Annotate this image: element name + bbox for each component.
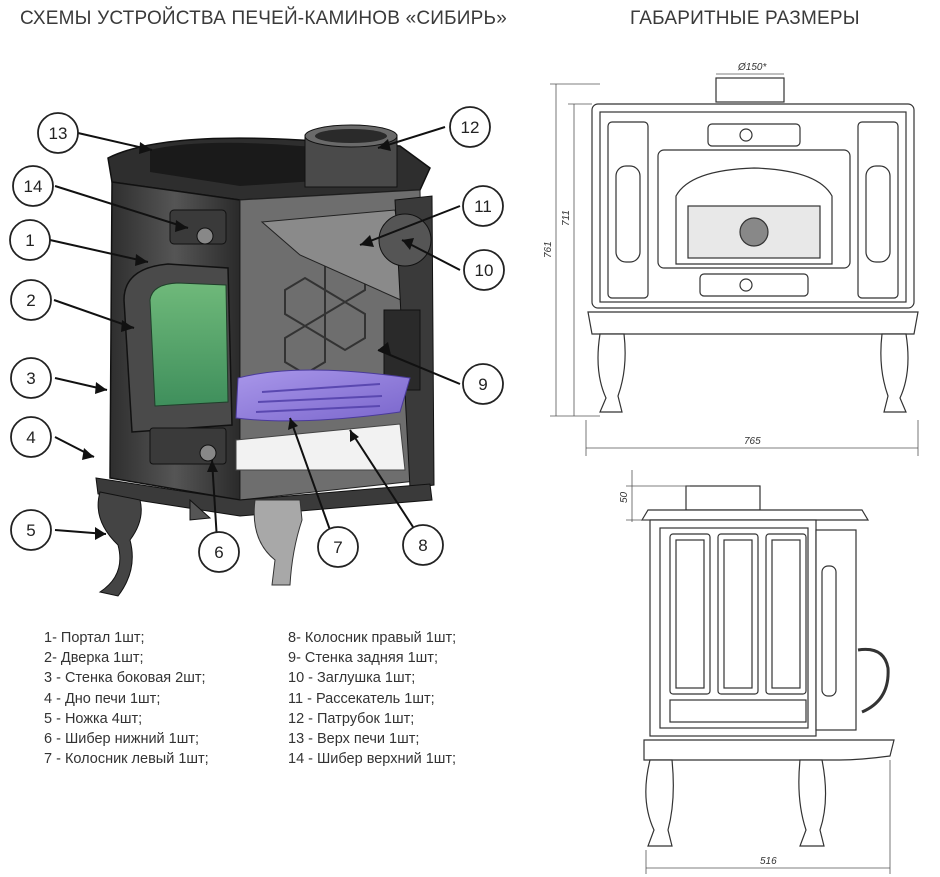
- callout-circles: 13 12 14 11 1 10 2 9 3 4 5 6 7 8: [9, 106, 505, 573]
- legend-item: 8- Колосник правый 1шт;: [288, 630, 457, 646]
- svg-text:4: 4: [26, 428, 35, 447]
- front-view: [587, 77, 919, 413]
- parts-legend-left: 1- Портал 1шт; 2- Дверка 1шт; 3 - Стенка…: [44, 628, 209, 769]
- dim-total-height: 761: [543, 241, 554, 258]
- legend-item: 13 - Верх печи 1шт;: [288, 731, 420, 748]
- svg-text:8: 8: [418, 536, 427, 555]
- side-view: [640, 485, 895, 847]
- callout-1: 1: [9, 219, 51, 261]
- legend-item: 3 - Стенка боковая 2шт;: [44, 670, 206, 687]
- legend-item: 14 - Шибер верхний 1шт;: [288, 751, 457, 768]
- svg-text:9: 9: [478, 375, 487, 394]
- svg-text:2: 2: [26, 291, 35, 310]
- callout-13: 13: [37, 112, 79, 154]
- side-dimensions: [626, 470, 891, 874]
- legend-item: 6 - Шибер нижний 1шт;: [44, 731, 200, 748]
- callout-leaders: [49, 126, 461, 541]
- svg-text:14: 14: [24, 177, 43, 196]
- dim-depth: 516: [760, 856, 777, 867]
- svg-text:11: 11: [474, 197, 492, 216]
- callout-14: 14: [12, 165, 54, 207]
- callout-12: 12: [449, 106, 491, 148]
- legend-item: 10 - Заглушка 1шт;: [288, 670, 416, 687]
- parts-legend-right: 8- Колосник правый 1шт; 9- Стенка задняя…: [288, 628, 456, 769]
- dim-body-height: 711: [561, 210, 572, 226]
- svg-text:3: 3: [26, 369, 35, 388]
- callout-7: 7: [317, 526, 359, 568]
- schema-title: СХЕМЫ УСТРОЙСТВА ПЕЧЕЙ-КАМИНОВ «СИБИРЬ»: [20, 8, 507, 29]
- svg-text:13: 13: [49, 124, 68, 143]
- callout-9: 9: [462, 363, 504, 405]
- legend-item: 11 - Рассекатель 1шт;: [288, 690, 435, 707]
- dim-width: 765: [744, 436, 761, 447]
- legend-item: 9- Стенка задняя 1шт;: [288, 650, 438, 667]
- svg-text:12: 12: [461, 118, 480, 137]
- svg-text:10: 10: [475, 261, 494, 280]
- callout-arrows: [82, 139, 414, 540]
- callout-8: 8: [402, 524, 444, 566]
- legend-item: 12 - Патрубок 1шт;: [288, 710, 415, 727]
- dim-pipe-height: 50: [619, 491, 630, 503]
- callout-3: 3: [10, 357, 52, 399]
- callout-10: 10: [463, 249, 505, 291]
- svg-text:6: 6: [214, 543, 223, 562]
- legend-item: 5 - Ножка 4шт;: [44, 710, 143, 727]
- svg-text:1: 1: [25, 231, 34, 250]
- svg-text:5: 5: [26, 521, 35, 540]
- svg-text:7: 7: [333, 538, 342, 557]
- legend-item: 4 - Дно печи 1шт;: [44, 690, 161, 707]
- dim-pipe-diameter: Ø150*: [737, 62, 767, 73]
- legend-item: 1- Портал 1шт;: [44, 630, 145, 646]
- front-dimensions: [550, 73, 919, 456]
- cutaway-stove: [95, 124, 435, 597]
- callout-5: 5: [10, 509, 52, 551]
- callout-4: 4: [10, 416, 52, 458]
- callout-2: 2: [10, 279, 52, 321]
- legend-item: 7 - Колосник левый 1шт;: [44, 751, 209, 768]
- legend-item: 2- Дверка 1шт;: [44, 650, 144, 667]
- dimensions-title: ГАБАРИТНЫЕ РАЗМЕРЫ: [630, 8, 860, 29]
- callout-11: 11: [462, 185, 504, 227]
- callout-6: 6: [198, 531, 240, 573]
